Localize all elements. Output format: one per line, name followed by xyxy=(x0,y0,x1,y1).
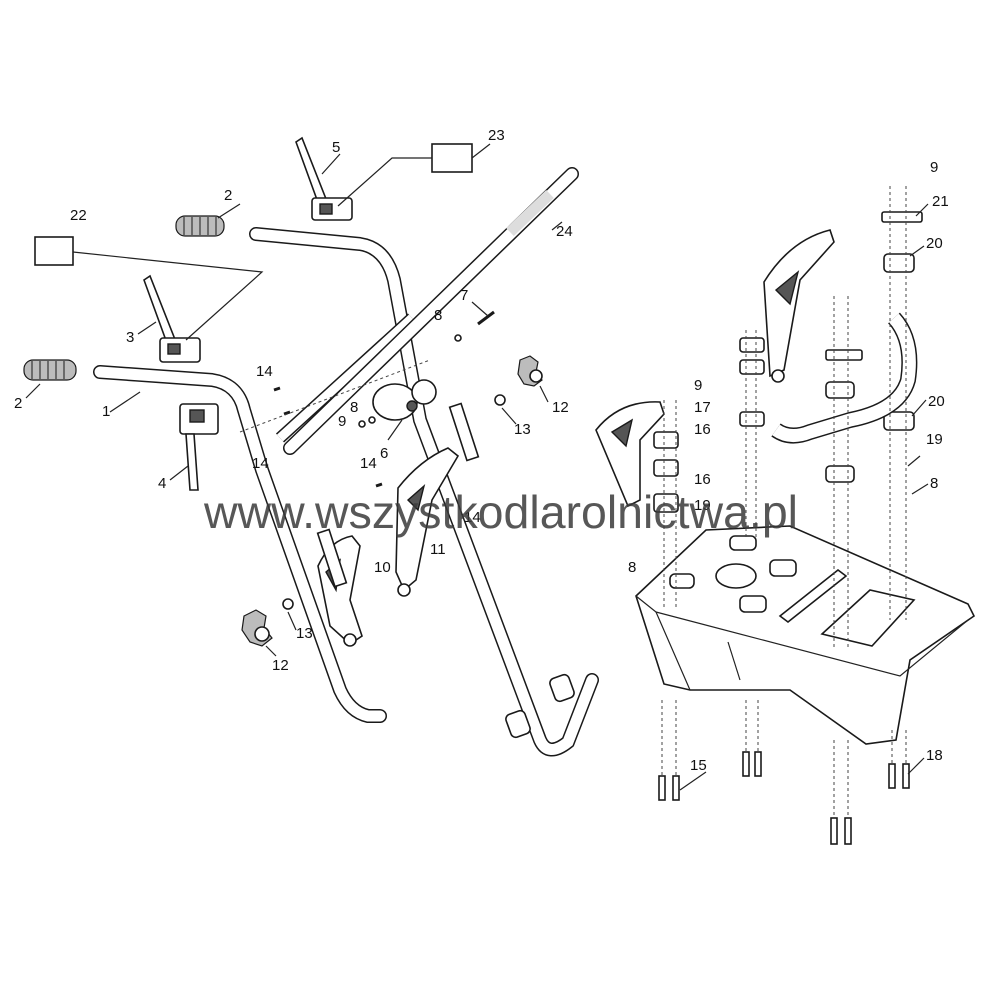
callout-14: 14 xyxy=(256,363,273,380)
callout-13: 13 xyxy=(514,421,531,438)
callout-6: 6 xyxy=(380,445,388,462)
callout-5: 5 xyxy=(332,139,340,156)
callout-11: 11 xyxy=(430,541,446,558)
callout-23: 23 xyxy=(488,127,505,144)
callout-8: 8 xyxy=(434,307,442,324)
control-lever-3 xyxy=(143,274,201,363)
callout-7: 7 xyxy=(460,287,468,304)
handle-assembly xyxy=(23,136,599,757)
callout-labels: 1 2 2 3 4 5 6 7 8 8 8 8 9 9 9 10 11 12 1… xyxy=(14,127,949,774)
decal-box-23 xyxy=(431,143,473,173)
callout-14: 14 xyxy=(360,455,377,472)
callout-14: 14 xyxy=(252,455,269,472)
decal-box-22 xyxy=(34,236,74,266)
knob-6 xyxy=(372,379,437,421)
bracket-left xyxy=(595,401,665,508)
callout-8: 8 xyxy=(628,559,636,576)
callout-14: 14 xyxy=(464,509,481,526)
callout-2: 2 xyxy=(224,187,232,204)
callout-2: 2 xyxy=(14,395,22,412)
control-lever-4 xyxy=(179,403,219,491)
callout-9: 9 xyxy=(930,159,938,176)
callout-16: 16 xyxy=(694,421,711,438)
callout-19: 19 xyxy=(694,497,711,514)
callout-10: 10 xyxy=(374,559,391,576)
callout-15: 15 xyxy=(690,757,707,774)
star-knob-lower xyxy=(241,609,273,647)
star-knob-upper xyxy=(517,355,543,387)
bracket-upper xyxy=(763,229,835,383)
callout-16: 16 xyxy=(694,471,711,488)
dash-panel-assembly xyxy=(595,186,976,845)
bracket-11 xyxy=(395,447,460,597)
callout-4: 4 xyxy=(158,475,166,492)
grip-lower xyxy=(23,359,77,381)
callout-1: 1 xyxy=(102,403,110,420)
grip-upper xyxy=(175,215,225,237)
control-lever-5 xyxy=(295,136,353,221)
callout-19: 19 xyxy=(926,431,943,448)
callout-13: 13 xyxy=(296,625,313,642)
callout-20: 20 xyxy=(926,235,943,252)
callout-21: 21 xyxy=(932,193,949,210)
callout-8: 8 xyxy=(350,399,358,416)
callout-18: 18 xyxy=(926,747,943,764)
callout-12: 12 xyxy=(272,657,289,674)
callout-3: 3 xyxy=(126,329,134,346)
callout-17: 17 xyxy=(694,399,711,416)
callout-22: 22 xyxy=(70,207,87,224)
callout-24: 24 xyxy=(556,223,573,240)
callout-8: 8 xyxy=(930,475,938,492)
callout-9: 9 xyxy=(338,413,346,430)
dash-panel xyxy=(635,525,976,745)
callout-12: 12 xyxy=(552,399,569,416)
leader-lines xyxy=(25,153,929,791)
callout-9: 9 xyxy=(694,377,702,394)
callout-20: 20 xyxy=(928,393,945,410)
watermark-text: www.wszystkodlarolnictwa.pl xyxy=(203,486,798,538)
bolts-lower xyxy=(658,751,910,845)
